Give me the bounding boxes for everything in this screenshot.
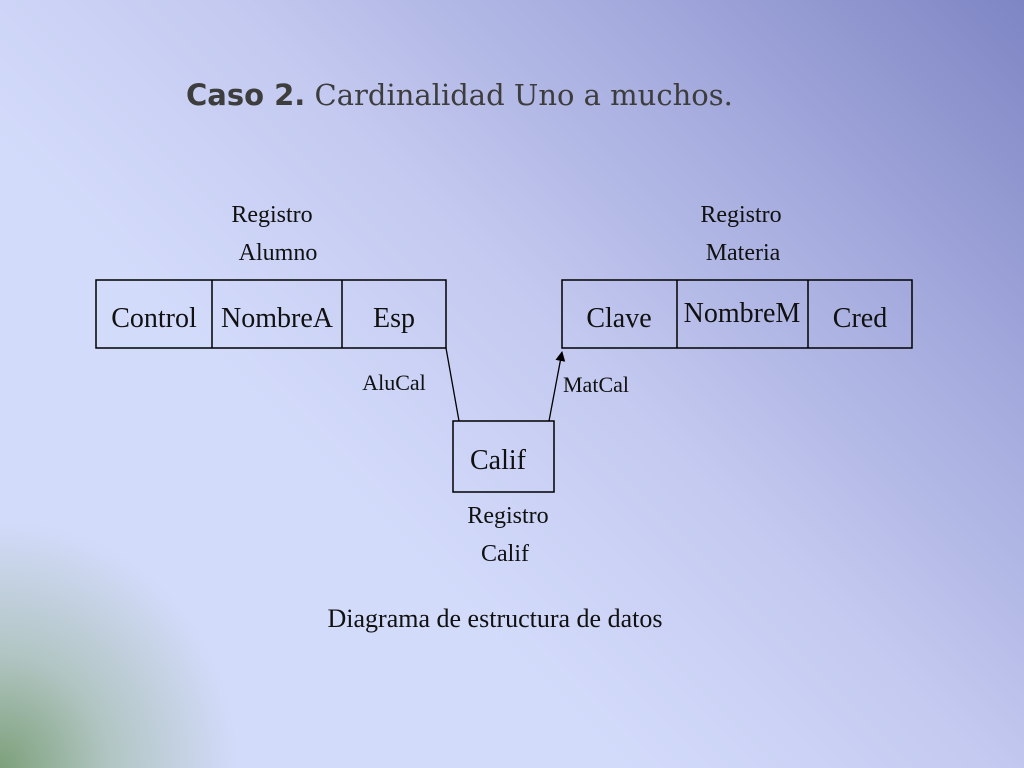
alumno-field-nombrea: NombreA bbox=[221, 303, 334, 334]
alumno-label-line2: Alumno bbox=[239, 240, 318, 266]
alumno-label-line1: Registro bbox=[231, 202, 312, 228]
matcal-link-label: MatCal bbox=[563, 372, 629, 397]
materia-field-nombrem: NombreM bbox=[684, 298, 801, 329]
title-text: Cardinalidad Uno a muchos. bbox=[314, 78, 733, 112]
diagram-caption: Diagrama de estructura de datos bbox=[328, 604, 663, 633]
calif-label-line1: Registro bbox=[467, 503, 548, 529]
materia-label-line2: Materia bbox=[706, 240, 781, 266]
materia-field-cred: Cred bbox=[833, 303, 887, 334]
corner-decoration bbox=[0, 498, 260, 768]
alumno-field-control: Control bbox=[111, 303, 197, 334]
calif-record: Calif bbox=[452, 420, 555, 493]
materia-record-box bbox=[561, 279, 913, 349]
alucal-link-label: AluCal bbox=[362, 370, 426, 395]
alumno-field-esp: Esp bbox=[373, 303, 415, 334]
calif-record-box bbox=[452, 420, 555, 493]
alumno-record: Control NombreA Esp bbox=[95, 279, 447, 349]
alumno-record-box bbox=[95, 279, 447, 349]
calif-field-calif: Calif bbox=[470, 445, 527, 476]
alucal-link-line bbox=[445, 347, 460, 422]
materia-field-clave: Clave bbox=[586, 303, 651, 334]
matcal-link-arrow bbox=[548, 351, 566, 422]
materia-record: Clave NombreM Cred bbox=[561, 279, 913, 349]
slide-title: Caso 2. Cardinalidad Uno a muchos. bbox=[186, 78, 733, 112]
materia-label-line1: Registro bbox=[700, 202, 781, 228]
title-case-number: Caso 2. bbox=[186, 78, 306, 112]
calif-label-line2: Calif bbox=[481, 541, 529, 567]
